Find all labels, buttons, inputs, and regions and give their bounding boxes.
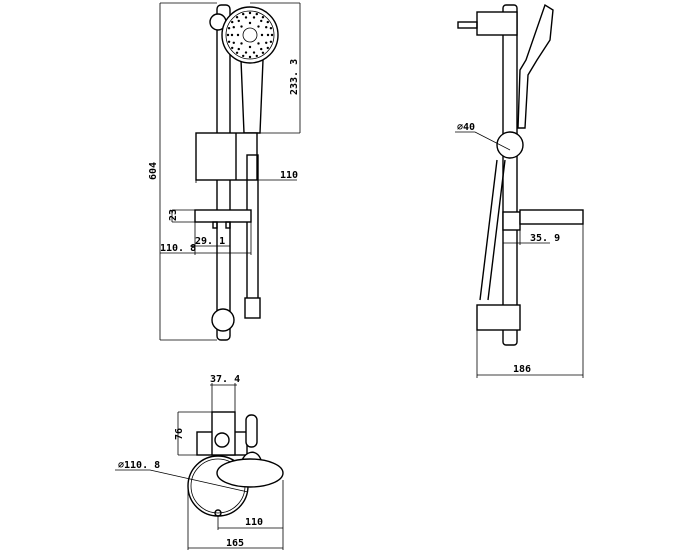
- dim-ring-dia: ∅110. 8: [118, 460, 160, 471]
- soap-dish-side: [519, 209, 584, 225]
- ball-joint: [496, 131, 524, 159]
- nozzle-dot: [232, 41, 235, 45]
- dish-holder-side: [502, 211, 521, 231]
- nozzle-dot: [257, 25, 260, 28]
- nozzle-pattern: [226, 11, 274, 59]
- nozzle-dot: [248, 21, 252, 25]
- nozzle-dot: [269, 40, 273, 43]
- nozzle-dot: [266, 46, 269, 50]
- dim-dish-offset: 110: [245, 517, 263, 528]
- nozzle-dot: [232, 25, 235, 29]
- nozzle-dot: [265, 41, 268, 45]
- front-view: 604 233. 3 110 23 29. 1 110. 8: [148, 2, 301, 341]
- nozzle-dot: [260, 19, 263, 23]
- hand-shower-head: [221, 6, 279, 64]
- nozzle-dot: [227, 27, 231, 30]
- nozzle-dot: [255, 54, 258, 58]
- hand-shower-handle: [240, 59, 264, 134]
- nozzle-dot: [242, 12, 245, 16]
- bottom-bracket-side: [476, 304, 521, 331]
- dim-ball-dia: ∅40: [457, 122, 475, 133]
- nozzle-dot: [244, 16, 248, 19]
- slider-bracket: [195, 132, 258, 181]
- dim-total-height: 604: [148, 162, 159, 180]
- dim-bracket-height: 76: [174, 428, 185, 440]
- hand-shower-side: [517, 3, 554, 129]
- top-bracket-side: [476, 11, 518, 36]
- soap-dish-plan: [216, 458, 284, 488]
- hose-side: [479, 159, 506, 301]
- soap-dish: [194, 209, 252, 223]
- dim-dish-hole: 29. 1: [195, 236, 225, 247]
- dim-bracket-width: 37. 4: [210, 374, 240, 385]
- nozzle-dot: [231, 20, 234, 24]
- nozzle-dot: [237, 47, 240, 51]
- nozzle-dot: [255, 12, 258, 16]
- nozzle-dot: [257, 42, 260, 45]
- dim-dish-thickness: 23: [168, 209, 179, 221]
- nozzle-dot: [227, 40, 231, 43]
- dim-bracket-depth: 35. 9: [530, 233, 560, 244]
- nozzle-dot: [235, 16, 239, 19]
- nozzle-dot: [226, 33, 230, 37]
- hose-connector: [244, 297, 261, 319]
- nozzle-dot: [231, 46, 234, 50]
- dim-total-depth: 186: [513, 364, 531, 375]
- nozzle-dot: [242, 54, 245, 58]
- nozzle-dot: [261, 16, 265, 19]
- nozzle-dot: [244, 51, 248, 54]
- dim-dish-width: 110. 8: [160, 243, 196, 254]
- wall-pin: [457, 21, 478, 29]
- plan-view: 37. 4 76 ∅110. 8 110 165: [115, 374, 284, 550]
- nozzle-dot: [252, 16, 256, 19]
- nozzle-dot: [230, 33, 234, 37]
- dim-total-width: 165: [226, 538, 244, 549]
- nozzle-dot: [236, 33, 240, 37]
- slide-rail-side: [502, 4, 518, 346]
- nozzle-dot: [240, 25, 243, 28]
- nozzle-dot: [266, 20, 269, 24]
- nozzle-dot: [265, 25, 268, 29]
- nozzle-dot: [266, 33, 270, 37]
- nozzle-dot: [270, 33, 274, 37]
- nozzle-dot: [240, 42, 243, 45]
- nozzle-dot: [261, 51, 265, 54]
- dim-bracket-offset: 110: [280, 170, 298, 181]
- nozzle-dot: [269, 27, 273, 30]
- dim-head-height: 233. 3: [289, 59, 300, 95]
- nozzle-dot: [260, 47, 263, 51]
- side-view: ∅40 35. 9 186: [455, 3, 584, 378]
- nozzle-dot: [248, 45, 252, 49]
- nozzle-dot: [260, 33, 264, 37]
- nozzle-dot: [252, 51, 256, 54]
- nozzle-dot: [248, 55, 252, 59]
- nozzle-dot: [237, 19, 240, 23]
- nozzle-dot: [235, 51, 239, 54]
- bottom-wall-bracket: [211, 308, 235, 332]
- pipe-plan: [245, 414, 258, 448]
- nozzle-dot: [248, 11, 252, 15]
